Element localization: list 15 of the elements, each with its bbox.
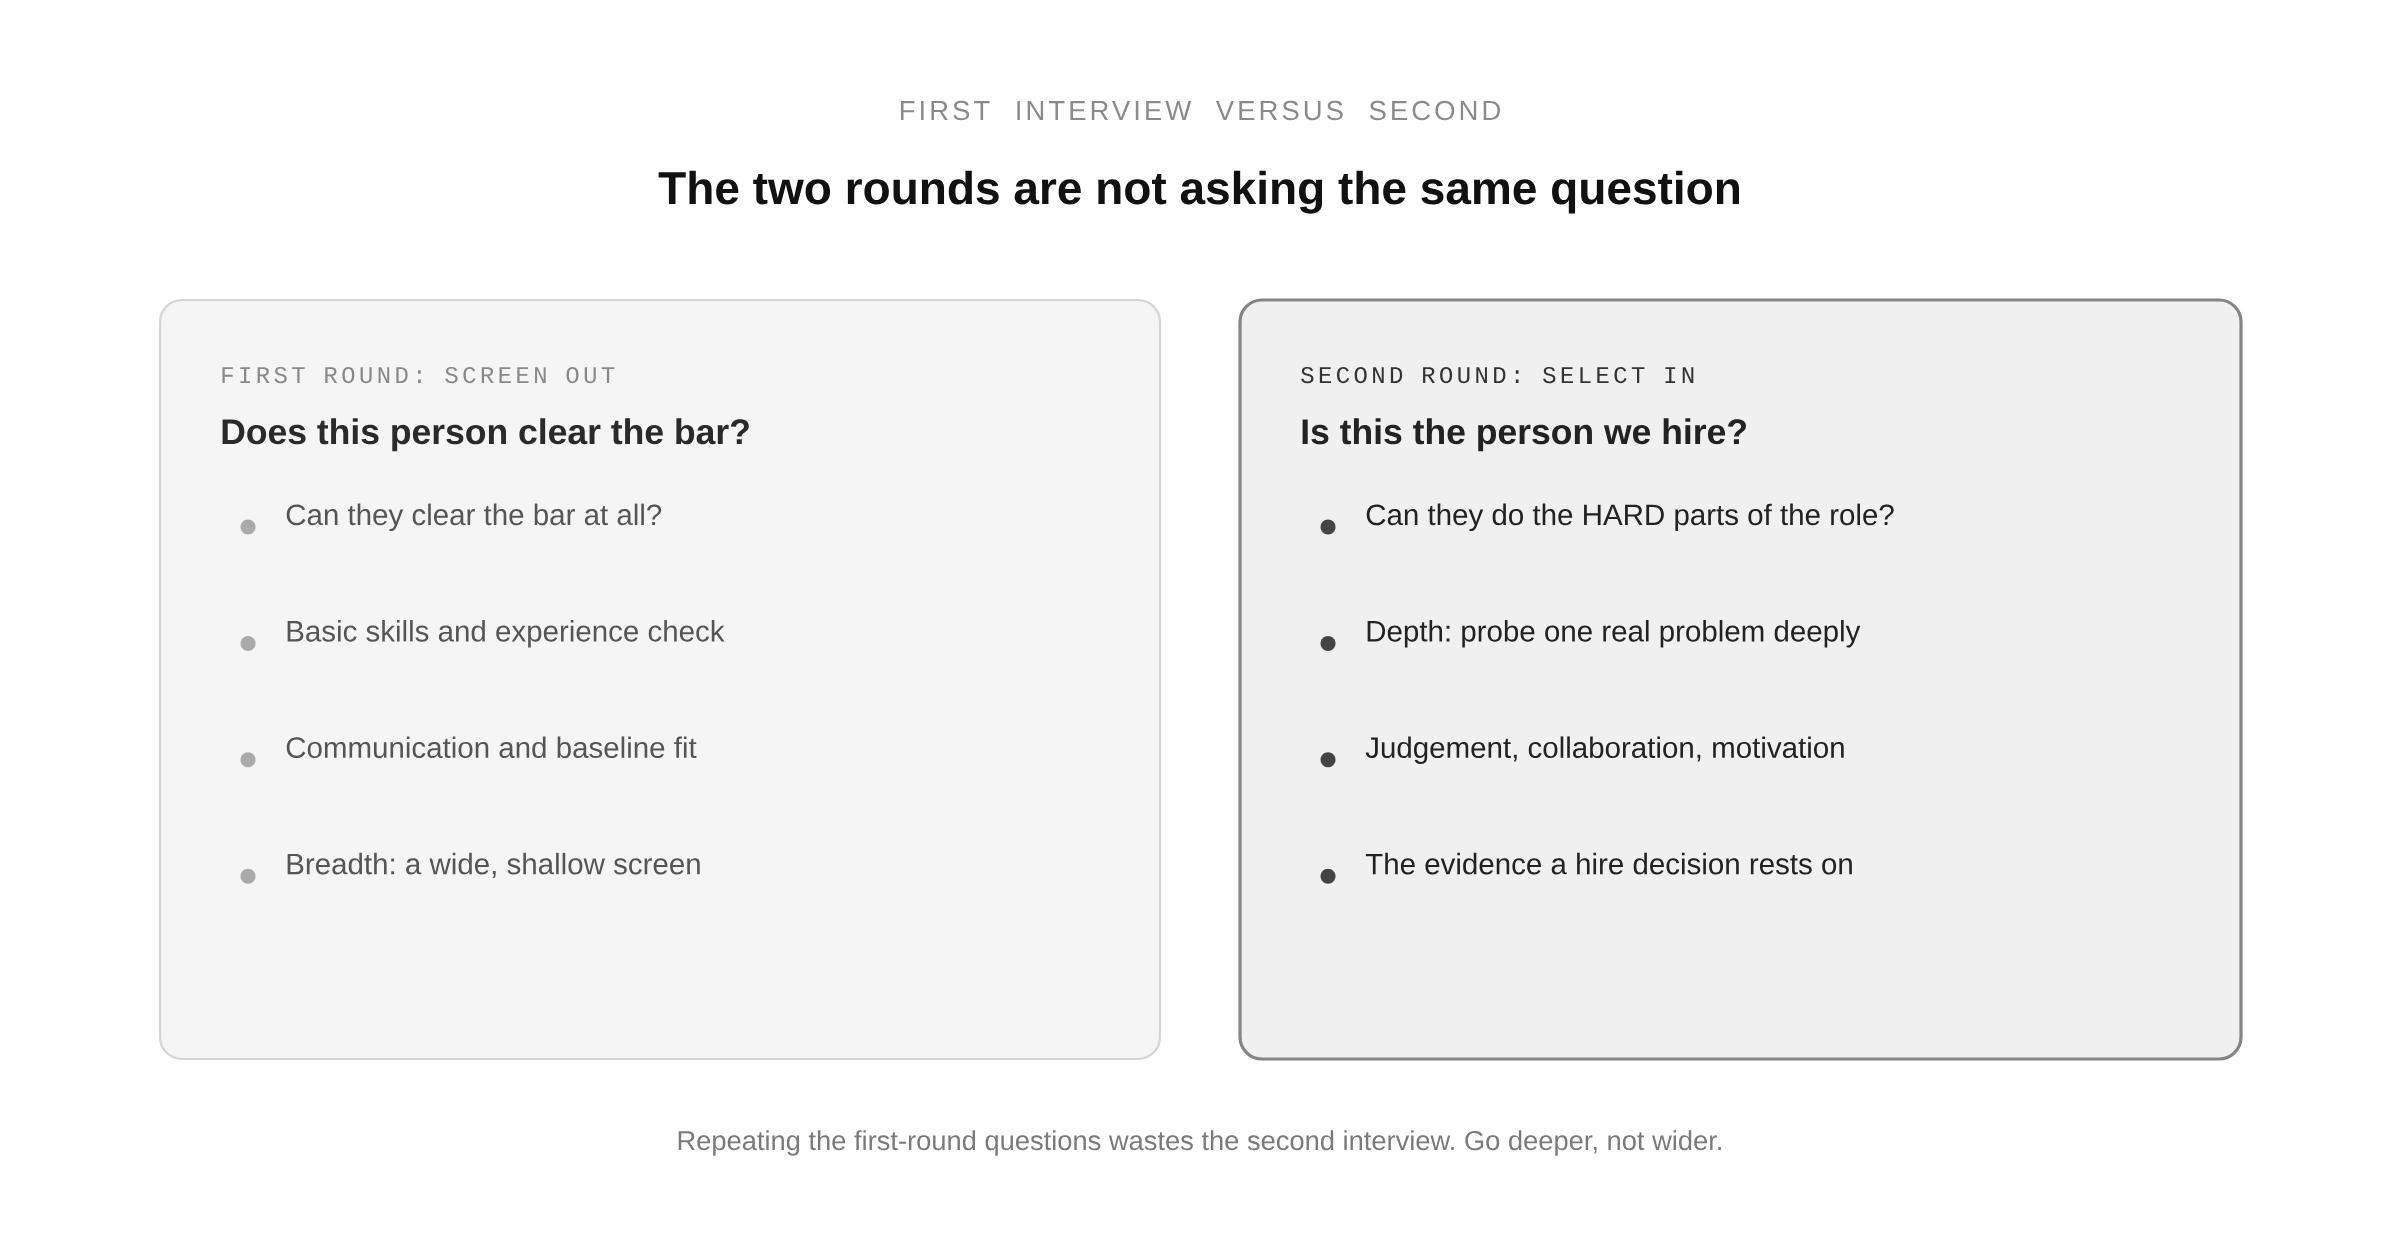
list-item: Basic skills and experience check <box>287 620 725 648</box>
card-heading: Does this person clear the bar? <box>222 418 749 452</box>
card-label: FIRST ROUND: SCREEN OUT <box>222 366 615 384</box>
card-heading: Is this the person we hire? <box>1302 418 1746 452</box>
list-item: Can they clear the bar at all? <box>286 503 662 532</box>
list-item: Breadth: a wide, shallow screen <box>287 852 700 878</box>
caption: Repeating the first-round questions wastes the second interview. Go deeper, not wider. <box>678 1130 1721 1156</box>
title: The two rounds are not asking the same question <box>658 170 1739 214</box>
eyebrow-text: FIRST INTERVIEW VERSUS SECOND <box>900 100 1500 121</box>
list-item: Communication and baseline fit <box>286 736 697 759</box>
card-label: SECOND ROUND: SELECT IN <box>1301 366 1694 384</box>
list-item: Judgement, collaboration, motivation <box>1365 736 1844 764</box>
list-item: The evidence a hire decision rests on <box>1365 852 1852 875</box>
list-item: Can they do the HARD parts of the role? <box>1366 503 1894 532</box>
list-item: Depth: probe one real problem deeply <box>1367 620 1861 648</box>
